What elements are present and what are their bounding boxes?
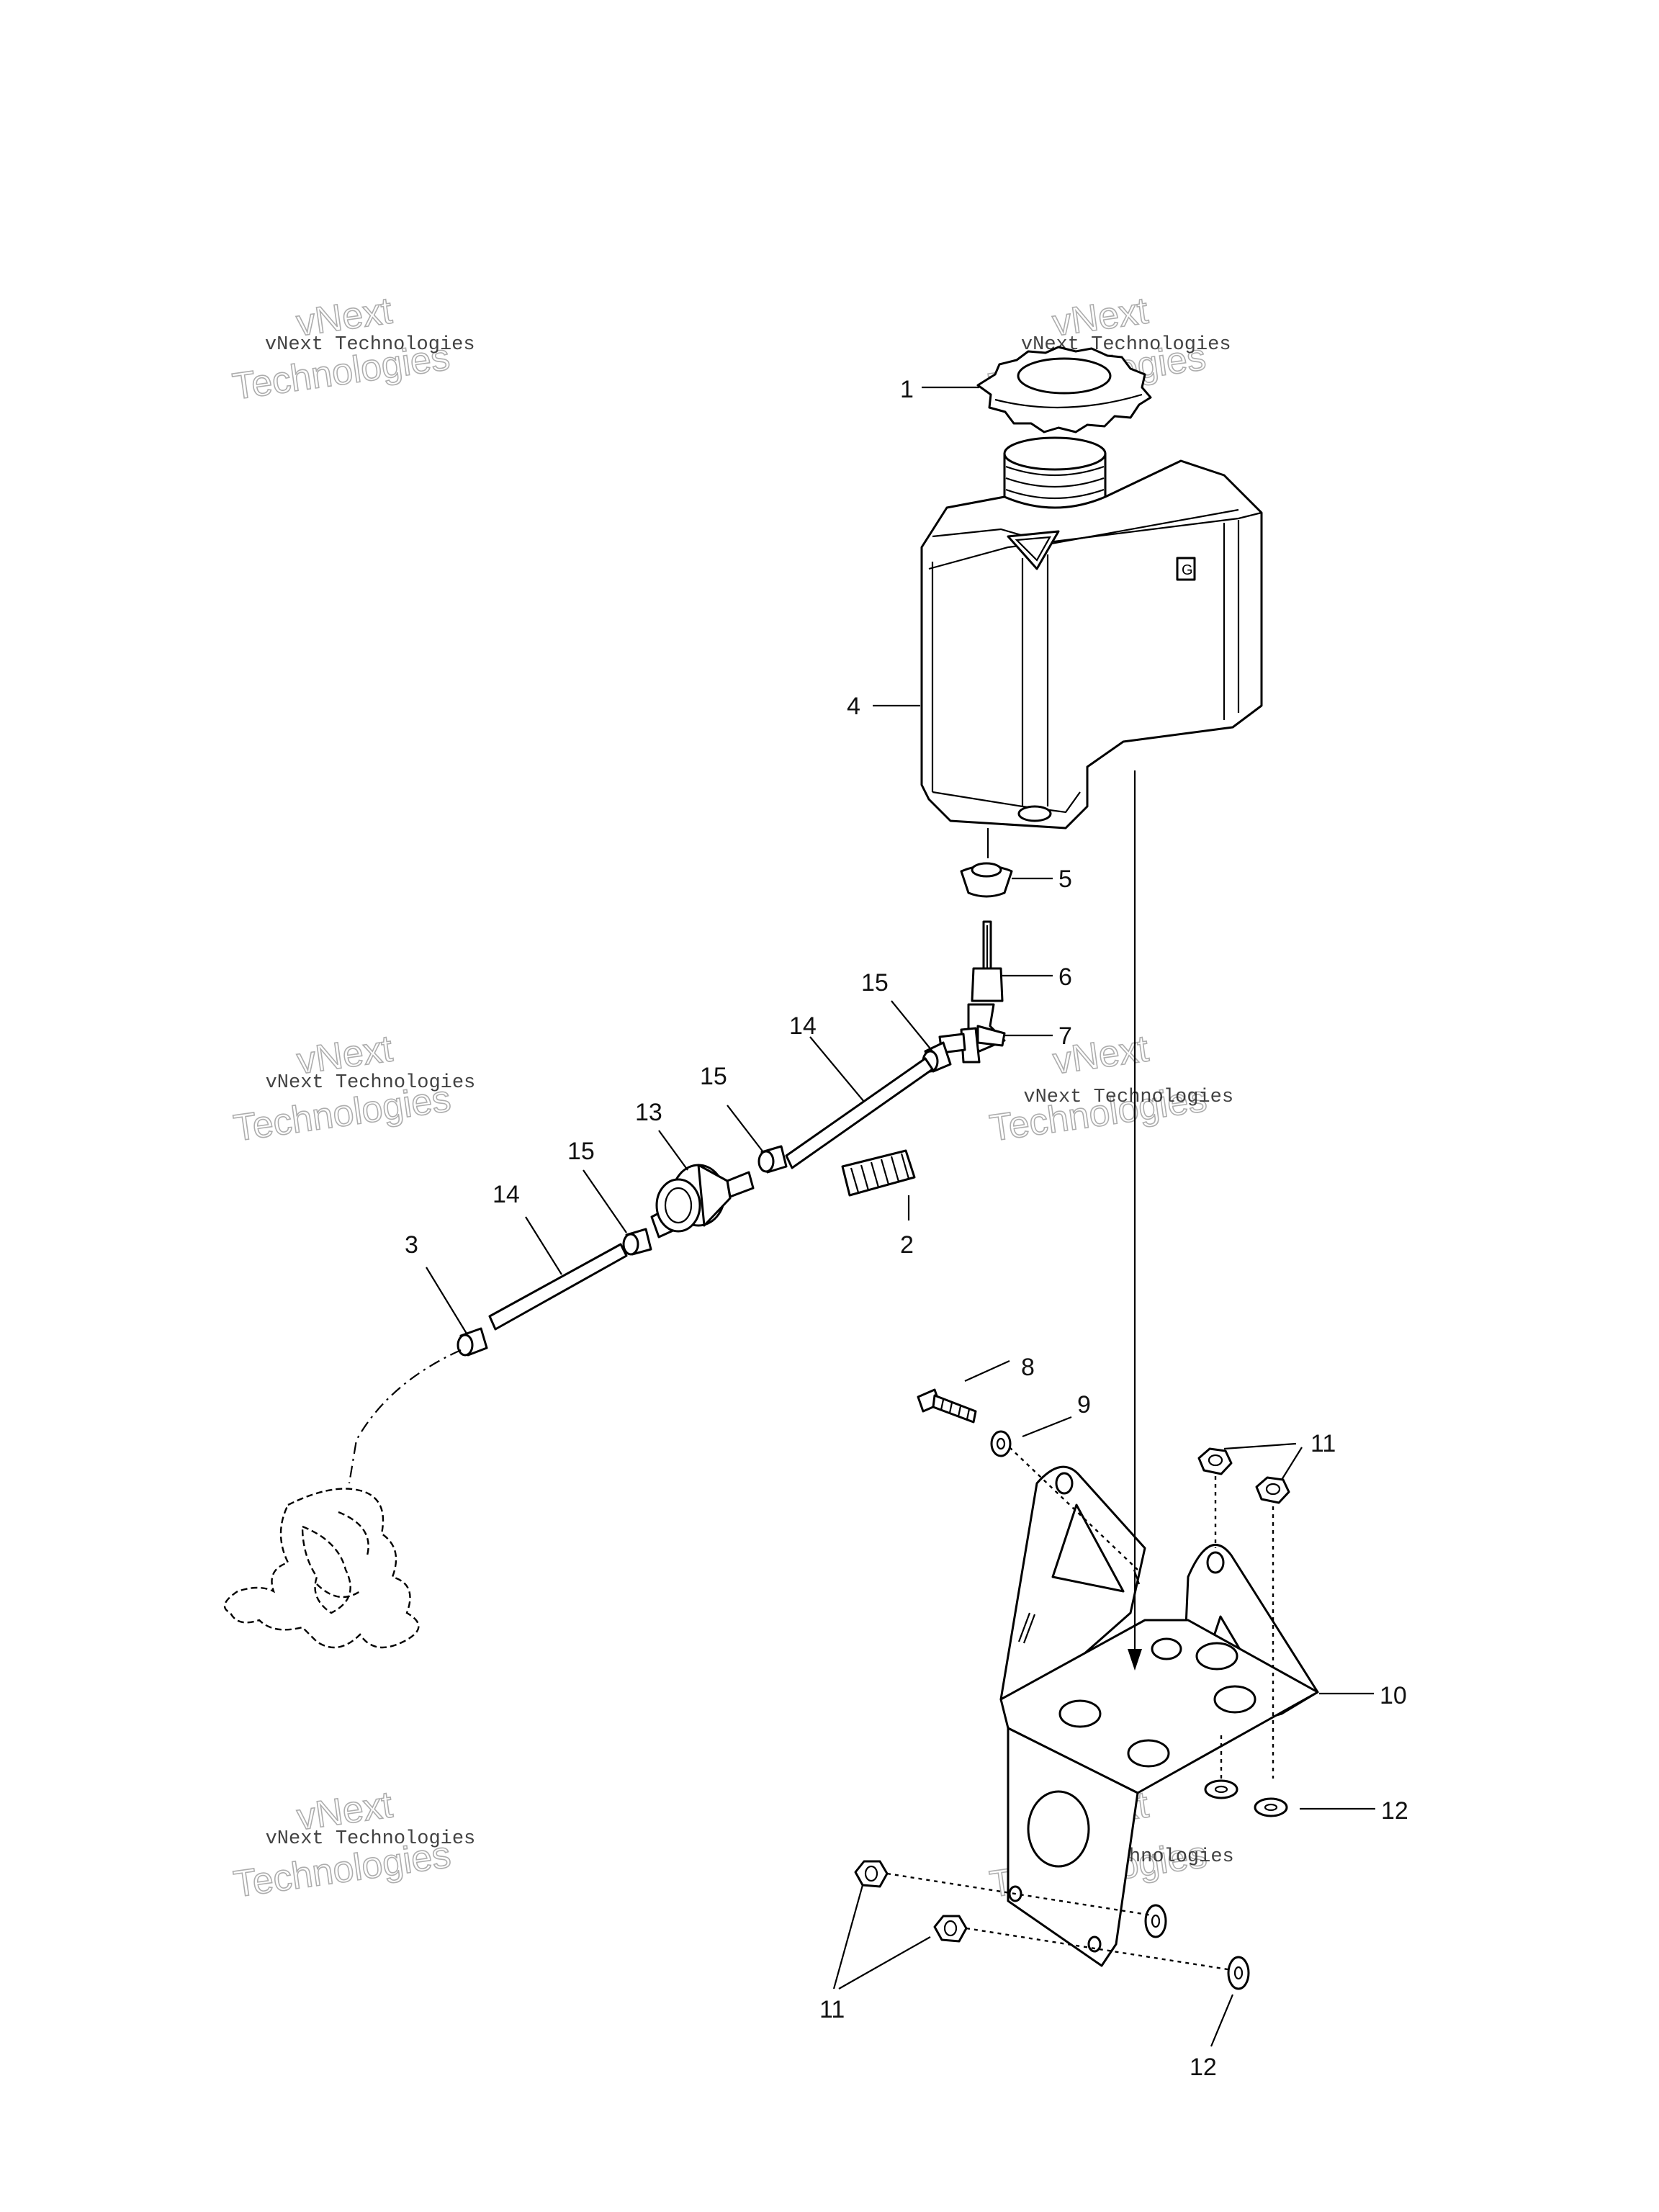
watermark-mid-right: vNext Technologies vNext Technologies xyxy=(986,1028,1233,1151)
hose-clamp-middle xyxy=(757,1145,788,1174)
callout-11-bottom: 11 xyxy=(819,1996,845,2023)
callout-15-top: 15 xyxy=(861,969,889,997)
oil-hose-upper xyxy=(785,1057,934,1169)
washer-right-1 xyxy=(1204,1779,1238,1799)
callout-5: 5 xyxy=(1058,866,1072,893)
oil-filter xyxy=(650,1164,755,1238)
callout-9: 9 xyxy=(1077,1391,1091,1419)
svg-text:vNext Technologies: vNext Technologies xyxy=(266,1072,476,1094)
tank-label: G xyxy=(1182,562,1193,578)
watermark-bottom-left: vNext Technologies vNext Technologies xyxy=(230,1784,476,1907)
callout-8: 8 xyxy=(1021,1354,1035,1381)
callout-1: 1 xyxy=(900,376,914,403)
callout-12-bottom: 12 xyxy=(1190,2054,1217,2081)
leader-lines xyxy=(426,386,1375,2047)
washer-bottom-1 xyxy=(1144,1904,1167,1938)
hose-clamp-pump xyxy=(457,1327,488,1357)
callout-15-middle: 15 xyxy=(700,1063,727,1090)
washer-bottom-2 xyxy=(1227,1956,1250,1990)
grommet xyxy=(960,862,1013,898)
svg-text:vNext Technologies: vNext Technologies xyxy=(266,1828,476,1850)
callout-10: 10 xyxy=(1380,1682,1407,1709)
nut-bottom-lower xyxy=(933,1915,968,1943)
oil-hose-lower xyxy=(488,1243,628,1331)
assembly-lines xyxy=(886,770,1274,1971)
callout-14-lower: 14 xyxy=(493,1181,520,1208)
callout-13: 13 xyxy=(635,1099,662,1126)
callout-11-top: 11 xyxy=(1310,1430,1336,1457)
filler-cap xyxy=(976,346,1152,433)
nut-top-right xyxy=(1255,1476,1290,1504)
oil-pump-phantom xyxy=(223,1349,462,1649)
tank-bracket xyxy=(999,1465,1319,1967)
callout-2: 2 xyxy=(900,1231,914,1259)
bolt xyxy=(917,1388,977,1424)
callout-4: 4 xyxy=(847,693,860,720)
svg-text:vNext Technologies: vNext Technologies xyxy=(1023,1087,1233,1108)
watermark-mid-left: vNext Technologies vNext Technologies xyxy=(230,1028,476,1151)
callout-12-right: 12 xyxy=(1381,1797,1408,1825)
svg-text:vNext Technologies: vNext Technologies xyxy=(265,334,475,356)
callout-14-upper: 14 xyxy=(789,1012,817,1040)
hose-clamp-lower xyxy=(622,1228,652,1256)
washer-bolt xyxy=(990,1430,1012,1457)
pickup-screen xyxy=(971,920,1004,1002)
oil-tank: G xyxy=(920,436,1263,830)
callout-7: 7 xyxy=(1058,1022,1072,1050)
callout-numbers: 1 2 3 4 5 6 7 8 9 10 11 11 12 12 13 14 1… xyxy=(405,376,1408,2081)
callout-6: 6 xyxy=(1058,963,1072,991)
spring xyxy=(841,1149,916,1197)
callout-3: 3 xyxy=(405,1231,418,1259)
washer-right-2 xyxy=(1254,1797,1288,1817)
watermark-top-left: vNext Technologies vNext Technologies xyxy=(230,289,475,409)
callout-15-lower: 15 xyxy=(567,1138,595,1165)
nut-bottom-upper xyxy=(854,1860,889,1888)
elbow-fitting xyxy=(938,1003,1006,1064)
nut-top-left xyxy=(1197,1447,1233,1475)
